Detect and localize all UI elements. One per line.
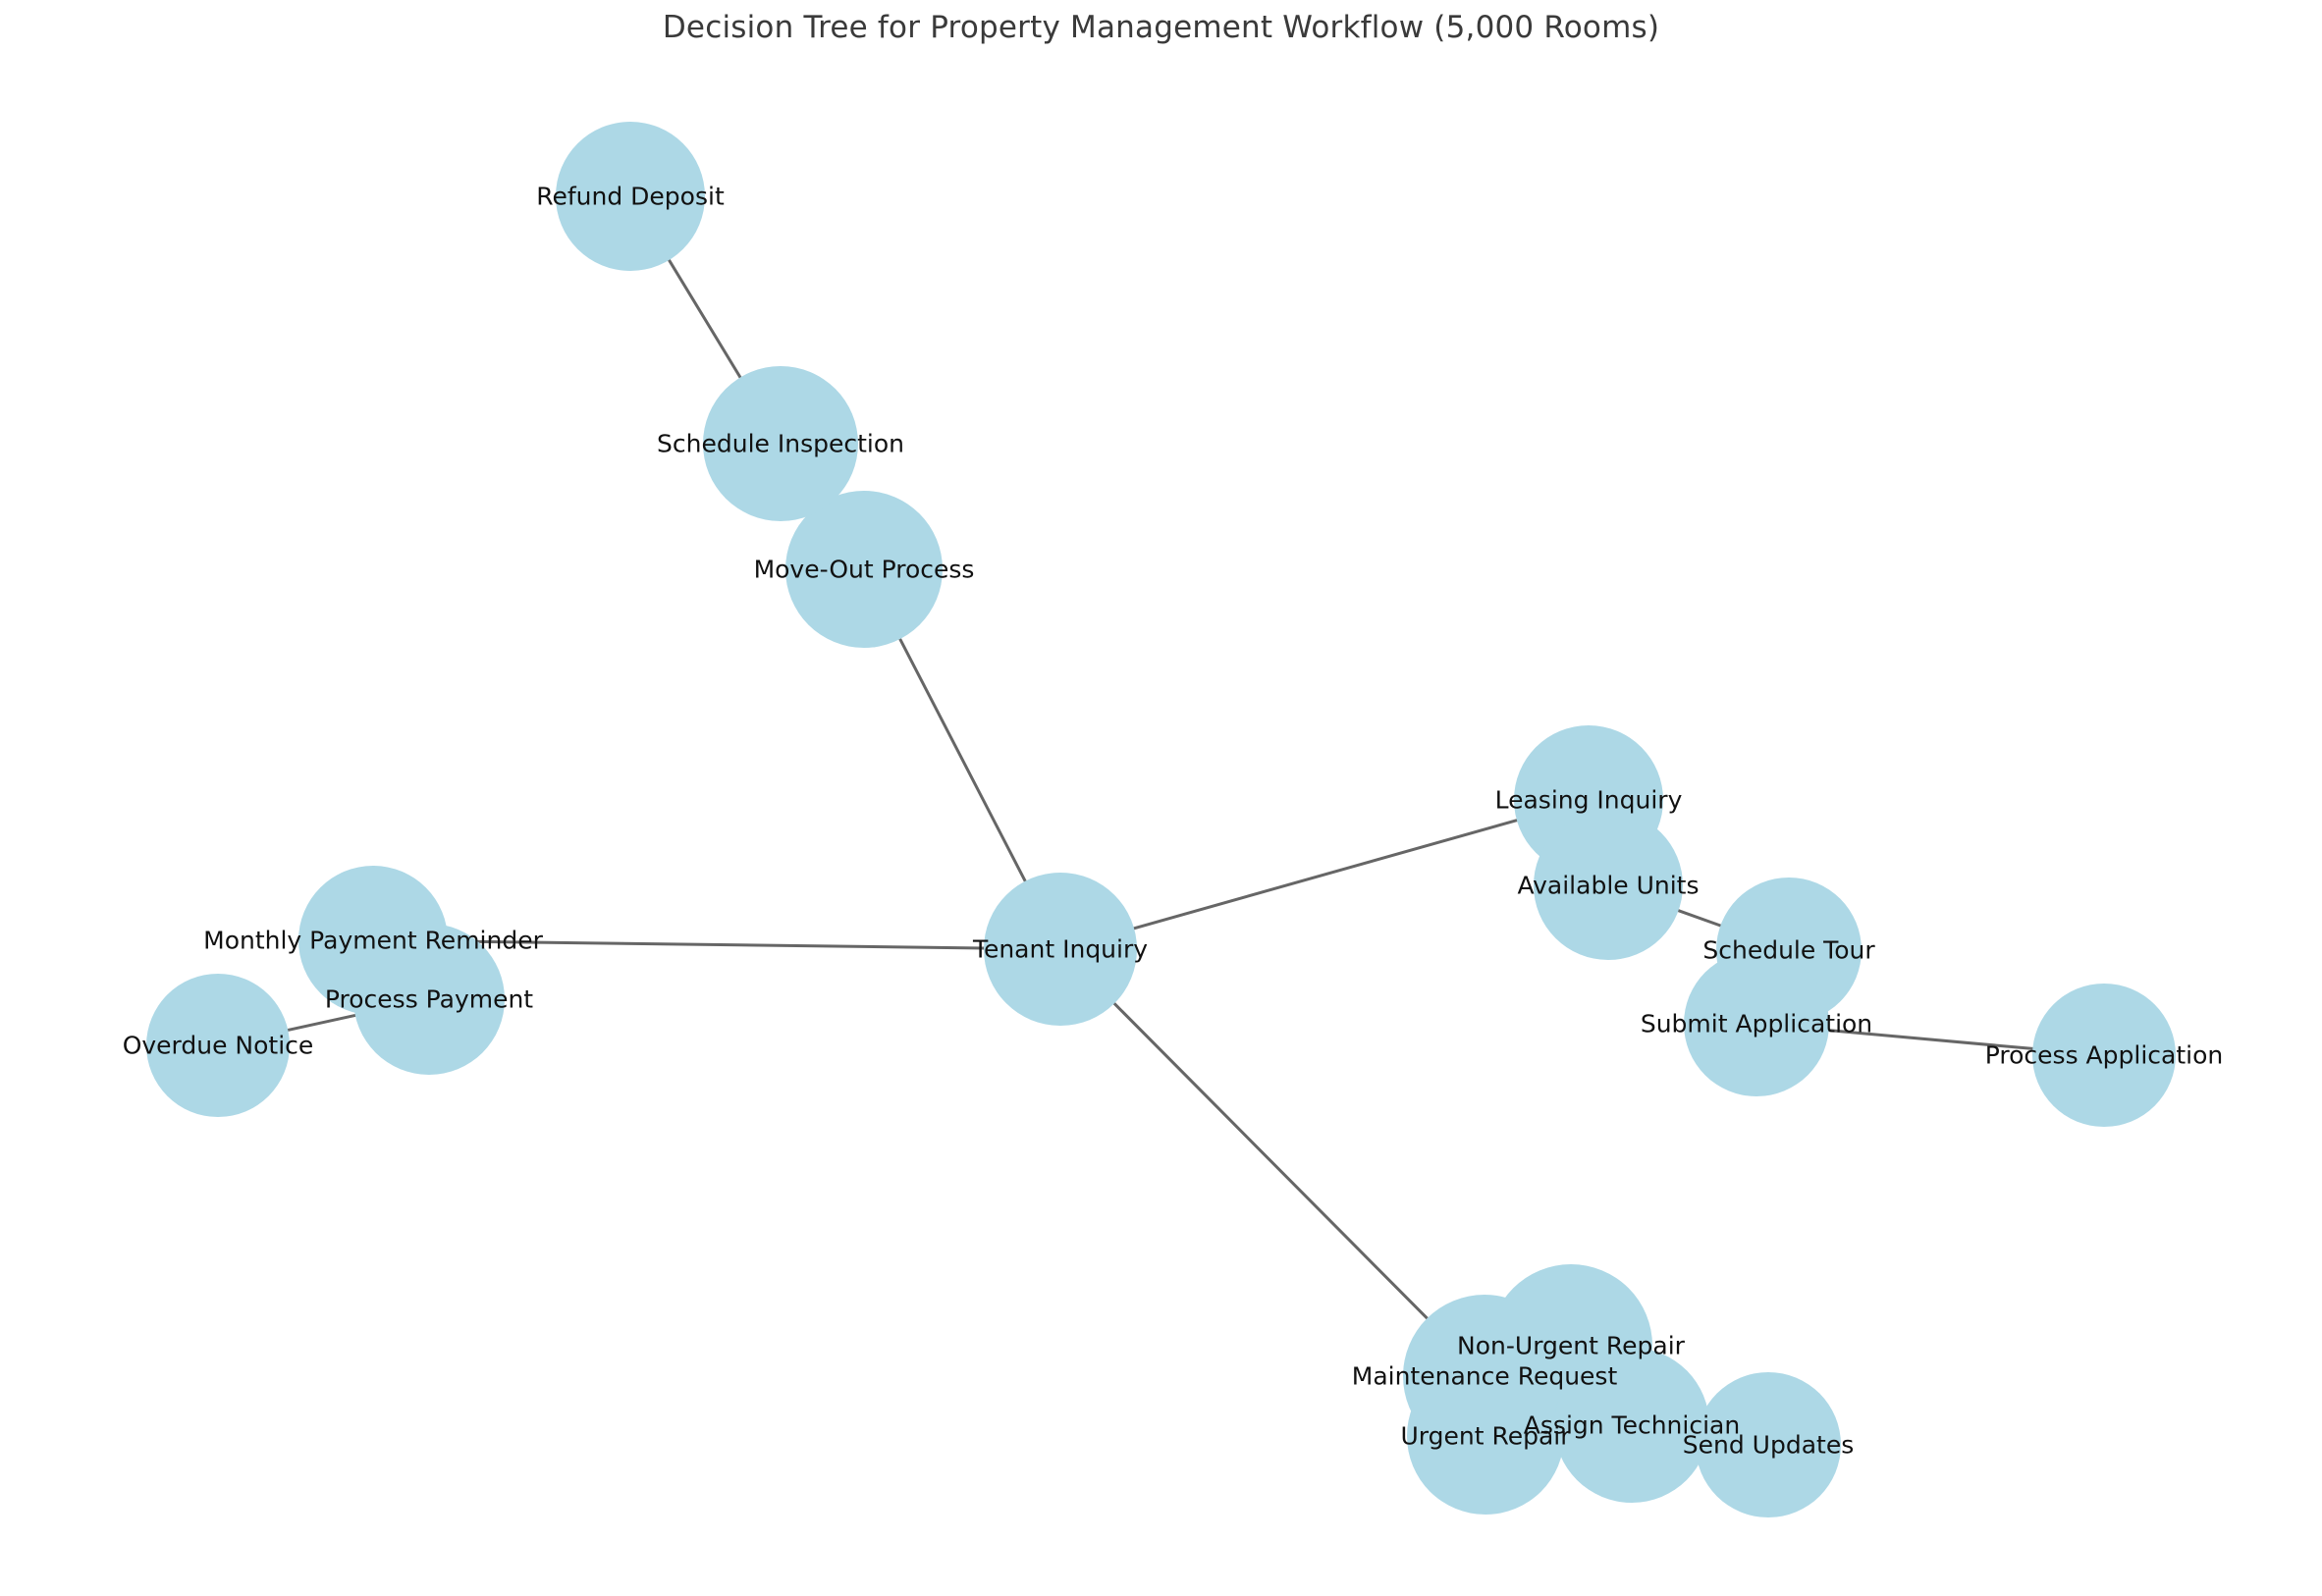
edge-submit-application-to-process-application xyxy=(1827,1029,2034,1050)
edge-refund-deposit-to-schedule-inspection xyxy=(667,258,742,379)
node-submit-application[interactable] xyxy=(1684,951,1829,1096)
edge-tenant-inquiry-to-maintenance-request xyxy=(1112,1001,1430,1320)
node-schedule-inspection[interactable] xyxy=(703,366,858,521)
nodes-layer xyxy=(146,122,2176,1517)
node-process-application[interactable] xyxy=(2032,984,2176,1127)
node-send-updates[interactable] xyxy=(1696,1372,1841,1517)
node-process-payment[interactable] xyxy=(353,924,505,1075)
node-overdue-notice[interactable] xyxy=(146,974,290,1117)
edge-move-out-process-to-tenant-inquiry xyxy=(898,637,1027,883)
edge-process-payment-to-overdue-notice xyxy=(286,1013,357,1032)
node-available-units[interactable] xyxy=(1534,811,1683,960)
edge-tenant-inquiry-to-leasing-inquiry xyxy=(1132,819,1519,931)
node-refund-deposit[interactable] xyxy=(556,122,705,271)
node-move-out-process[interactable] xyxy=(785,491,943,648)
node-tenant-inquiry[interactable] xyxy=(984,873,1137,1026)
edge-tenant-inquiry-to-monthly-payment-reminder xyxy=(446,939,986,950)
node-assign-technician[interactable] xyxy=(1554,1348,1709,1503)
node-urgent-repair[interactable] xyxy=(1407,1357,1564,1515)
edge-available-units-to-schedule-tour xyxy=(1677,909,1722,928)
edges-layer xyxy=(286,258,2034,1460)
page-title: Decision Tree for Property Management Wo… xyxy=(662,10,1660,45)
